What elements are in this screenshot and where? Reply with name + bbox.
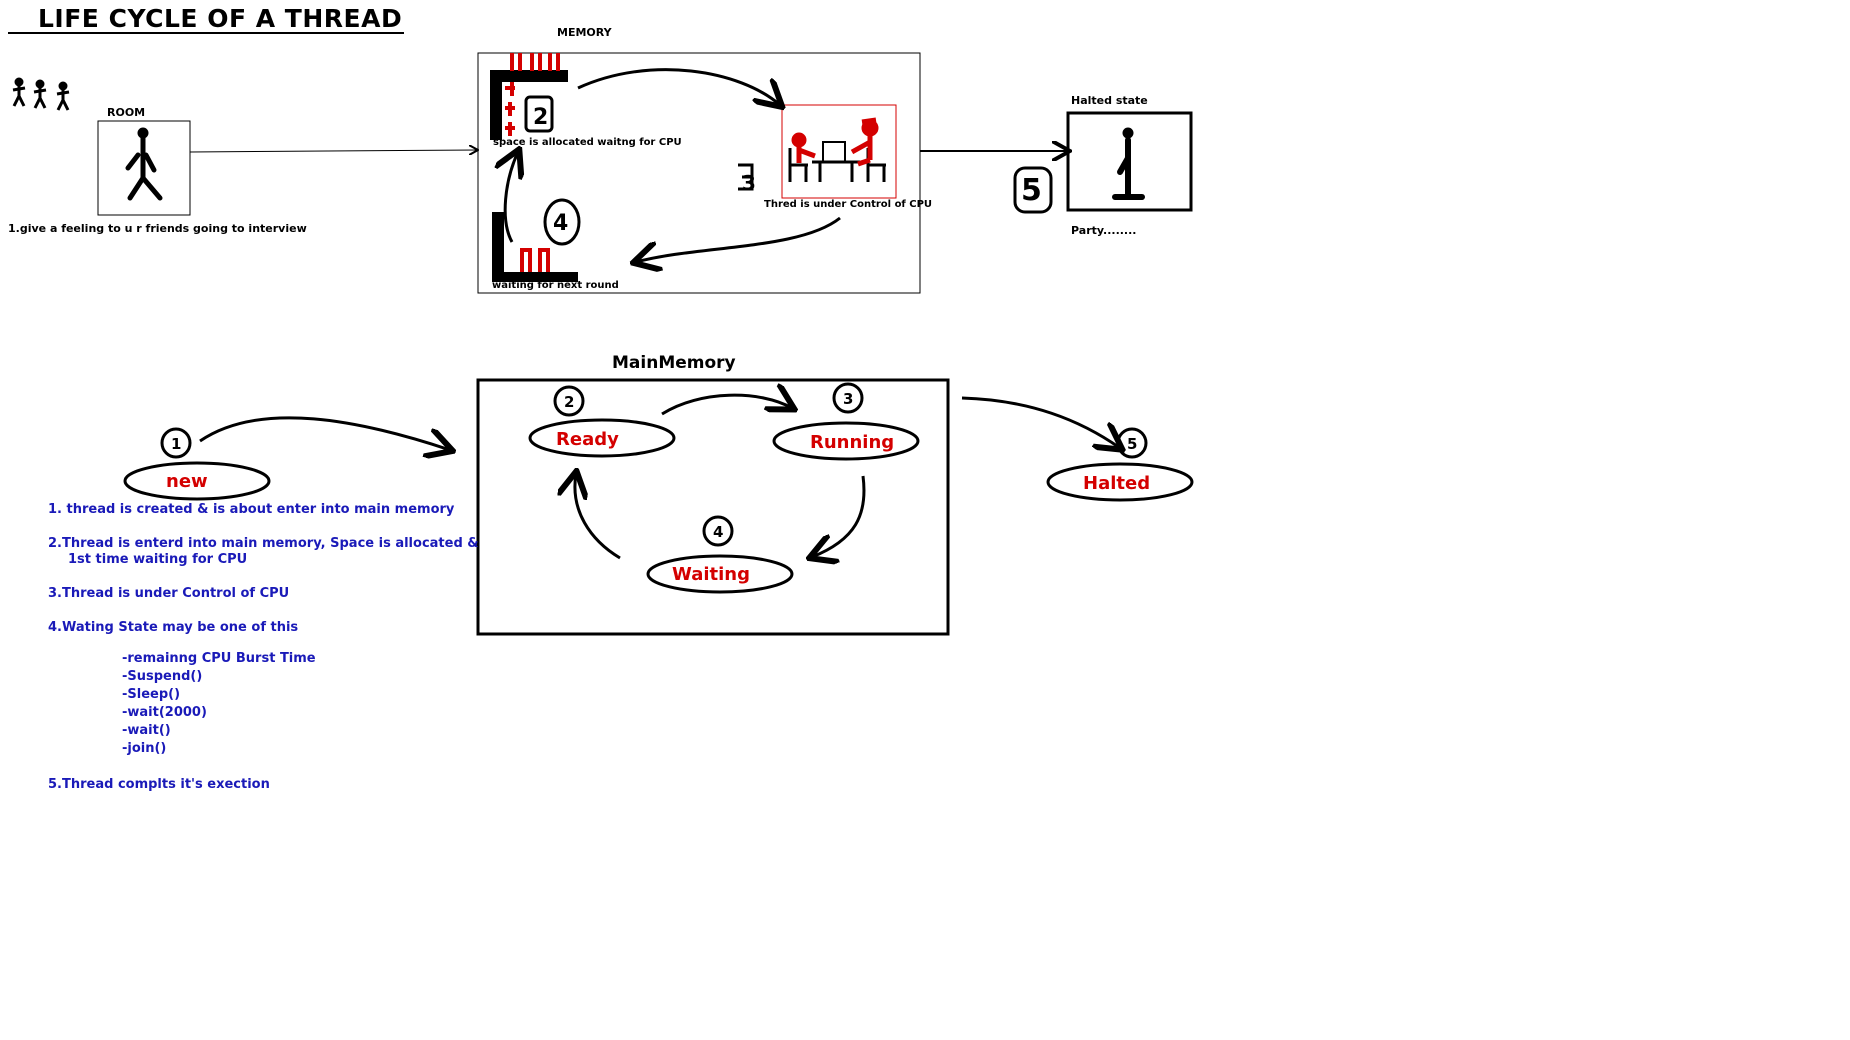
state-waiting-number-circle [702,515,734,547]
state-halted [1046,462,1194,502]
state-ready [528,418,676,458]
step-4-badge [543,198,581,246]
note-3: 3.Thread is under Control of CPU [48,586,290,601]
walking-people-icon [12,77,70,111]
running-to-waiting-arrow [812,475,866,557]
state-new-number: 1 [171,435,181,453]
note-1: 1. thread is created & is about enter in… [48,502,455,517]
state-new [123,461,271,501]
step-5-number: 5 [1021,173,1042,208]
space-caption: space is allocated waitng for CPU [493,137,682,148]
note-4-item: -Sleep() [122,687,181,702]
note-4-item: -Suspend() [122,669,203,684]
waiting-to-ready-arrow-bottom [575,474,621,560]
step-3-number: 3 [742,171,756,195]
room-box [97,120,191,216]
note-4-item: -join() [122,741,167,756]
state-new-number-circle [160,427,192,459]
main-memory-label: MainMemory [612,353,736,373]
state-ready-number-circle [553,385,585,417]
running-to-halted-arrow [961,396,1120,448]
state-waiting-number: 4 [713,523,723,541]
halted-box [1066,111,1193,212]
room-label: ROOM [107,106,146,119]
note-4: 4.Wating State may be one of this [48,620,299,635]
room-caption: 1.give a feeling to u r friends going to… [8,222,307,235]
note-4-item: -wait() [122,723,171,738]
halted-person-icon [1112,127,1145,200]
new-to-ready-arrow [199,416,450,450]
note-4-item: -wait(2000) [122,705,207,720]
state-new-label: new [166,471,208,492]
step-2-number: 2 [533,105,548,130]
cpu-caption: Thred is under Control of CPU [764,199,933,210]
main-memory-box [476,378,950,636]
state-running-label: Running [810,432,894,453]
waiting-queue-chairs-icon [492,212,578,282]
state-waiting [646,554,794,594]
waiting-caption: waiting for next round [492,280,619,291]
party-caption: Party........ [1071,224,1137,237]
ready-to-cpu-arrow [577,68,780,105]
step-4-number: 4 [553,211,568,236]
step-2-badge [524,95,554,133]
ready-to-running-arrow [661,395,792,416]
page-title: LIFE CYCLE OF A THREAD [38,4,403,33]
step-3-badge [738,163,754,191]
room-to-memory-arrow [189,150,477,152]
person-in-room-icon [125,127,163,201]
state-ready-number: 2 [564,393,574,411]
step-5-badge [1013,166,1053,214]
cpu-desk-icon [788,117,886,182]
state-ready-label: Ready [556,429,619,450]
state-halted-number: 5 [1127,435,1137,453]
note-4-sublist: -remainng CPU Burst Time -Suspend() -Sle… [48,650,488,758]
state-running-number-circle [832,382,864,414]
state-halted-label: Halted [1083,473,1150,494]
note-2-continued: 1st time waiting for CPU [68,552,248,567]
title-underline [8,32,404,34]
note-5: 5.Thread complts it's exection [48,777,270,792]
waiting-to-ready-arrow [505,152,518,243]
cpu-to-waiting-arrow [636,216,841,262]
notes-list: 1. thread is created & is about enter in… [48,502,488,811]
note-4-item: -remainng CPU Burst Time [122,651,316,666]
halted-state-label: Halted state [1071,94,1148,107]
ready-queue-chairs-icon [490,53,568,140]
state-running [772,421,920,461]
state-waiting-label: Waiting [672,564,750,585]
memory-label: MEMORY [557,26,612,39]
note-2: 2.Thread is enterd into main memory, Spa… [48,536,479,551]
cpu-desk-box [781,104,897,199]
memory-box [477,52,921,294]
state-running-number: 3 [843,390,853,408]
